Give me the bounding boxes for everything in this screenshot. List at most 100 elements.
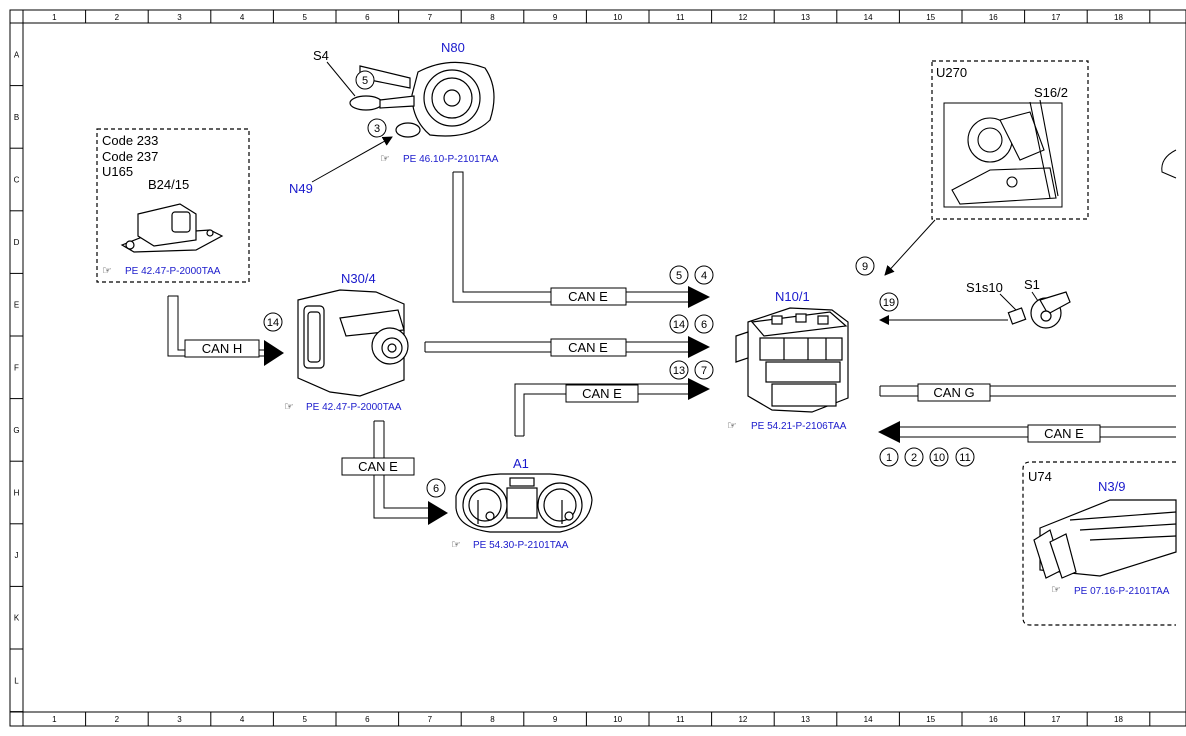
column-label: 13	[801, 715, 810, 724]
circle-14: 14	[669, 314, 689, 334]
column-ruler: 1122334455667788991010111112121313141415…	[52, 10, 1151, 726]
b24-group: Code 233 Code 237 U165 B24/15 ☞ PE 42.47…	[96, 128, 250, 283]
row-label: C	[14, 176, 20, 185]
sensor-icon	[120, 203, 224, 253]
can-e-u74-line: CAN E	[878, 421, 1176, 443]
sam-module-icon	[735, 307, 849, 413]
row-label: A	[14, 50, 20, 59]
column-label: 15	[926, 715, 935, 724]
circle-19: 19	[879, 292, 899, 312]
circle-11: 11	[955, 447, 975, 467]
n10-group: N10/1 ☞ PE 54.21-P-2106TAA	[727, 289, 849, 432]
a1-label: A1	[513, 456, 529, 471]
ref-hand-icon: ☞	[380, 153, 390, 165]
steering-lock-icon	[951, 99, 1059, 205]
light-switch-icon	[1007, 291, 1071, 329]
svg-text:4: 4	[701, 270, 707, 282]
u74-ref: PE 07.16-P-2101TAA	[1074, 586, 1170, 597]
svg-text:6: 6	[701, 319, 707, 331]
s16-label: S16/2	[1034, 85, 1068, 100]
can-e-n80-line: CAN E	[452, 171, 710, 308]
can-e-label-3: CAN E	[582, 386, 622, 401]
n80-label: N80	[441, 40, 465, 55]
n30-ref: PE 42.47-P-2000TAA	[306, 402, 402, 413]
code-237-label: Code 237	[102, 149, 158, 164]
a1-group: A1 ☞ PE 54.30-P-2101TAA	[451, 456, 593, 551]
row-label: L	[14, 676, 19, 685]
svg-text:3: 3	[374, 123, 380, 135]
ref-hand-icon: ☞	[727, 420, 737, 432]
s1-group: S1s10 S1	[879, 277, 1071, 329]
esp-unit-icon	[297, 289, 409, 397]
circle-13: 13	[669, 360, 689, 380]
circle-3: 3	[367, 118, 387, 138]
can-e-label-1: CAN E	[568, 289, 608, 304]
column-label: 17	[1051, 715, 1060, 724]
u270-label: U270	[936, 65, 967, 80]
can-e-label-2: CAN E	[568, 340, 608, 355]
column-label: 9	[553, 13, 558, 22]
u74-label: U74	[1028, 469, 1052, 484]
svg-text:5: 5	[362, 75, 368, 87]
column-label: 18	[1114, 13, 1123, 22]
steering-column-module-icon	[349, 61, 495, 138]
svg-text:5: 5	[676, 270, 682, 282]
circle-9: 9	[855, 256, 875, 276]
column-label: 13	[801, 13, 810, 22]
column-label: 4	[240, 715, 245, 724]
circle-10: 10	[929, 447, 949, 467]
column-label: 1	[52, 13, 57, 22]
can-h-label: CAN H	[202, 341, 242, 356]
s4-label: S4	[313, 48, 329, 63]
instrument-cluster-icon	[455, 473, 593, 533]
s1s10-label: S1s10	[966, 280, 1003, 295]
n10-label: N10/1	[775, 289, 810, 304]
can-e-a1-line: CAN E	[514, 378, 710, 437]
svg-text:10: 10	[933, 452, 945, 464]
circle-7: 7	[694, 360, 714, 380]
column-label: 12	[738, 715, 747, 724]
svg-text:14: 14	[673, 319, 685, 331]
u270-group: U270 S16/2	[884, 60, 1089, 276]
row-label: G	[13, 426, 19, 435]
circle-5: 5	[669, 265, 689, 285]
row-label: D	[14, 238, 20, 247]
column-label: 18	[1114, 715, 1123, 724]
b24-ref: PE 42.47-P-2000TAA	[125, 266, 221, 277]
column-label: 6	[365, 13, 370, 22]
column-label: 8	[490, 13, 495, 22]
circle-2: 2	[904, 447, 924, 467]
column-label: 10	[613, 13, 622, 22]
column-label: 3	[177, 715, 182, 724]
n10-ref: PE 54.21-P-2106TAA	[751, 421, 847, 432]
row-label: B	[14, 113, 19, 122]
column-label: 1	[52, 715, 57, 724]
n30-group: N30/4 ☞ PE 42.47-P-2000TAA	[284, 271, 409, 413]
row-label: H	[14, 489, 20, 498]
column-label: 15	[926, 13, 935, 22]
column-label: 14	[864, 715, 873, 724]
svg-text:9: 9	[862, 261, 868, 273]
can-g-line: CAN G	[879, 383, 1176, 402]
column-label: 10	[613, 715, 622, 724]
column-label: 9	[553, 715, 558, 724]
circle-6-left: 6	[426, 478, 446, 498]
circle-1: 1	[879, 447, 899, 467]
svg-text:14: 14	[267, 317, 279, 329]
column-label: 5	[302, 715, 307, 724]
column-label: 2	[115, 715, 120, 724]
n30-label: N30/4	[341, 271, 376, 286]
a1-ref: PE 54.30-P-2101TAA	[473, 540, 569, 551]
circle-14-left: 14	[263, 312, 283, 332]
column-label: 3	[177, 13, 182, 22]
engine-ecu-icon	[1033, 499, 1177, 579]
u74-group: U74 N3/9 ☞ PE 07.16-P-2101TAA	[1022, 461, 1177, 626]
column-label: 7	[428, 715, 433, 724]
svg-text:2: 2	[911, 452, 917, 464]
column-label: 4	[240, 13, 245, 22]
u165-label: U165	[102, 164, 133, 179]
can-e-n30-line: CAN E	[424, 336, 710, 358]
svg-text:6: 6	[433, 483, 439, 495]
